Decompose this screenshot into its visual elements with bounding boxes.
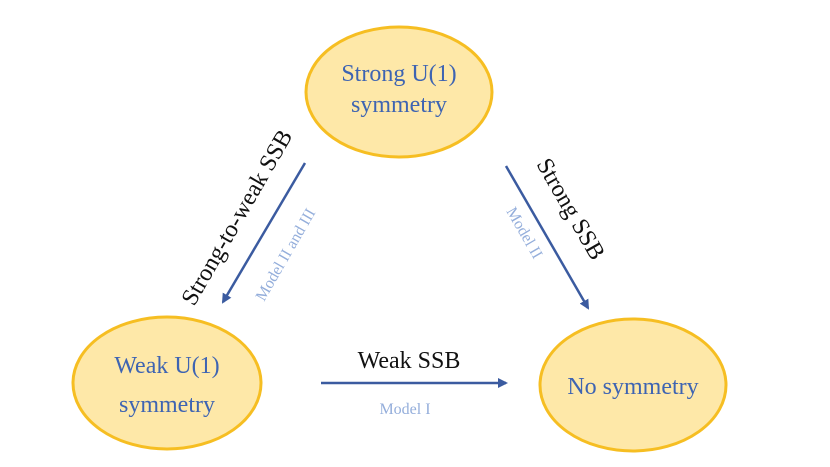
node-weak-line1: Weak U(1) bbox=[114, 353, 219, 379]
node-no-symmetry: No symmetry bbox=[538, 317, 728, 453]
node-weak-u1-symmetry: Weak U(1) symmetry bbox=[71, 315, 263, 451]
model-label-weak-to-none: Model I bbox=[379, 401, 430, 418]
node-strong-line2: symmetry bbox=[351, 92, 447, 118]
edge-label-weak-to-none: Weak SSB bbox=[358, 348, 461, 374]
node-none-line1: No symmetry bbox=[567, 374, 698, 400]
node-strong-line1: Strong U(1) bbox=[341, 61, 456, 87]
node-strong-u1-symmetry: Strong U(1) symmetry bbox=[304, 25, 494, 159]
model-label-strong-to-none: Model II bbox=[503, 205, 546, 262]
model-label-strong-to-weak: Model II and III bbox=[253, 206, 319, 304]
edge-strong-to-none: Strong SSB Model II bbox=[503, 154, 610, 310]
arrow-strong-to-weak bbox=[221, 162, 307, 304]
edge-weak-to-none: Weak SSB Model I bbox=[321, 348, 508, 418]
node-strong-ellipse bbox=[304, 25, 494, 159]
edge-strong-to-weak: Strong-to-weak SSB Model II and III bbox=[177, 126, 320, 310]
node-none-ellipse bbox=[538, 317, 728, 453]
arrow-strong-to-none bbox=[504, 165, 590, 310]
node-weak-line2: symmetry bbox=[119, 392, 215, 418]
node-weak-ellipse bbox=[71, 315, 263, 451]
